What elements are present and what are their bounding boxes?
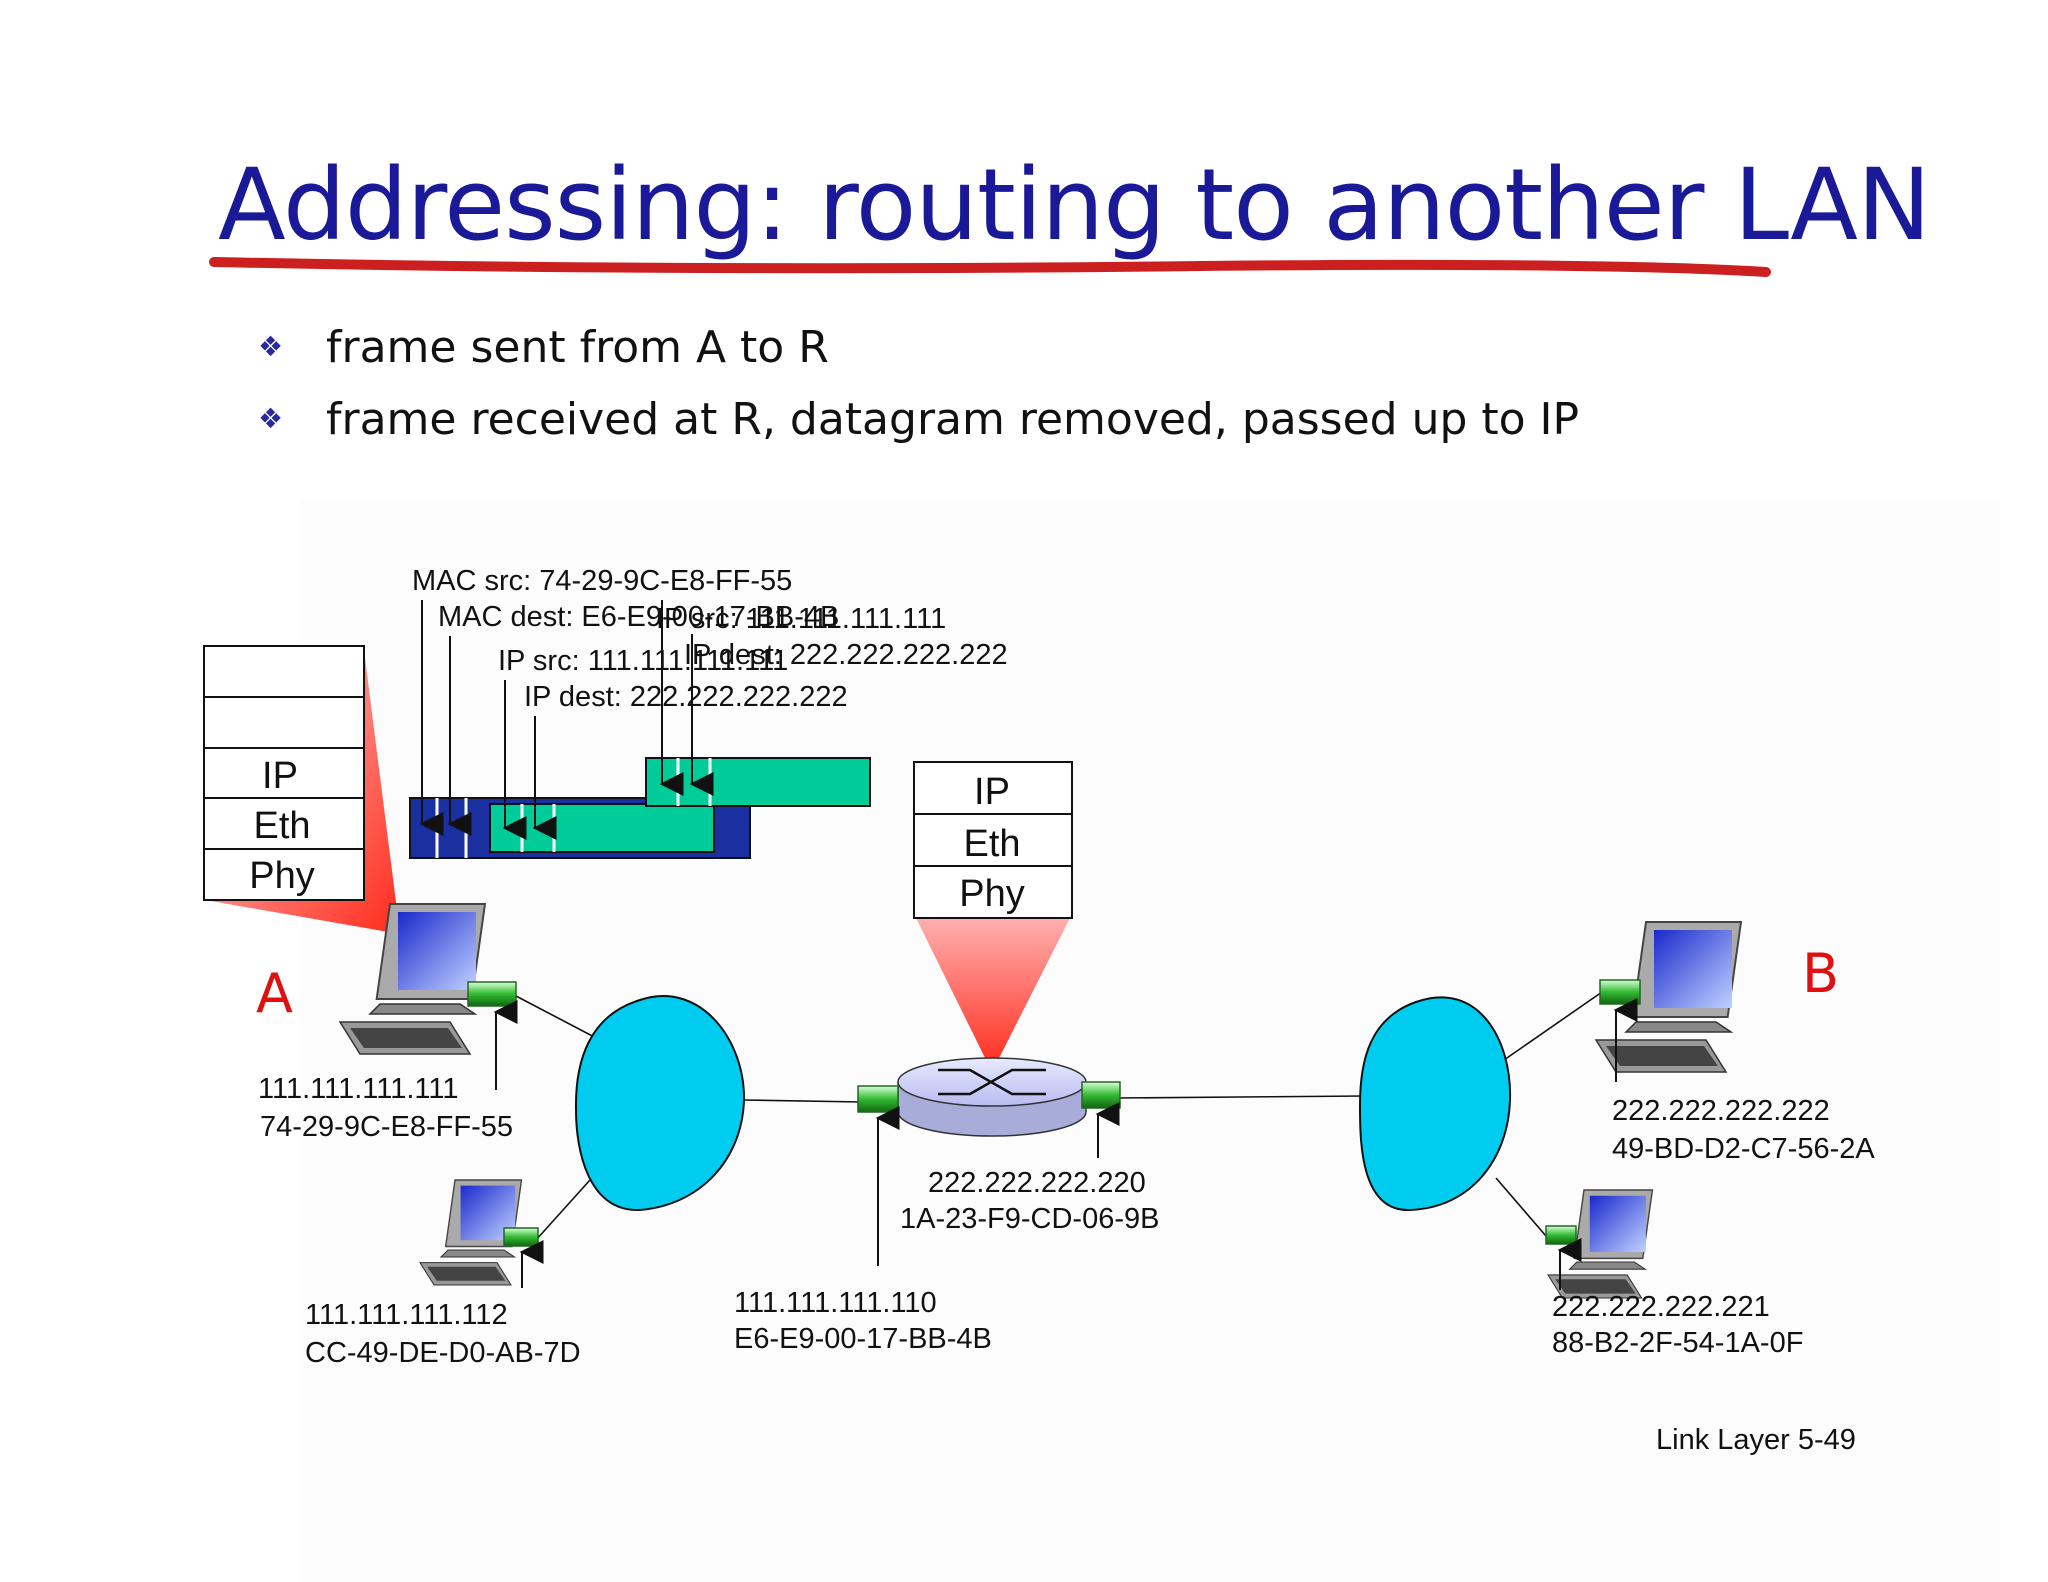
lan-cloud-right xyxy=(1358,996,1512,1212)
mac-src-label: MAC src: 74-29-9C-E8-FF-55 xyxy=(412,565,792,597)
router-right-ip: 222.222.222.220 xyxy=(928,1167,1146,1199)
host-221-interface xyxy=(1545,1225,1577,1245)
host-stack-eth: Eth xyxy=(253,805,310,847)
router-stack-eth: Eth xyxy=(963,823,1020,865)
host-112-interface xyxy=(503,1227,539,1247)
host-112-mac: CC-49-DE-D0-AB-7D xyxy=(305,1337,581,1369)
lan-cloud-left xyxy=(574,995,746,1212)
ip-datagram xyxy=(645,757,871,807)
frame-label-arrows xyxy=(419,600,714,840)
datagram-ip-dest-label: IP dest: 222.222.222.222 xyxy=(684,639,1008,671)
host-b-label: B xyxy=(1802,942,1839,1005)
address-arrows xyxy=(493,998,1638,1290)
title-underline xyxy=(209,257,1771,277)
bullet-2-text: frame received at R, datagram removed, p… xyxy=(326,394,1580,445)
host-b-mac: 49-BD-D2-C7-56-2A xyxy=(1612,1133,1875,1165)
links xyxy=(515,991,1603,1241)
diagram-background xyxy=(300,500,2000,1582)
host-stack-ip: IP xyxy=(262,755,298,797)
host-b-ip: 222.222.222.222 xyxy=(1612,1095,1830,1127)
ip-dest-label: IP dest: 222.222.222.222 xyxy=(524,681,848,713)
router-left-interface xyxy=(857,1085,899,1113)
router-stack-projection xyxy=(916,918,1070,1072)
router-right-interface xyxy=(1081,1081,1121,1109)
router-stack-phy: Phy xyxy=(959,873,1024,915)
mac-dest-label: MAC dest: E6-E9-00-17-BB-4B xyxy=(438,601,839,633)
host-a-mac: 74-29-9C-E8-FF-55 xyxy=(260,1111,513,1143)
router-left-mac: E6-E9-00-17-BB-4B xyxy=(734,1323,992,1355)
router-right-mac: 1A-23-F9-CD-06-9B xyxy=(900,1203,1159,1235)
bullet-1-text: frame sent from A to R xyxy=(326,322,829,373)
bullet-diamond-icon: ❖ xyxy=(258,402,284,435)
host-protocol-stack: IP Eth Phy xyxy=(203,645,365,901)
router-stack-ip: IP xyxy=(974,771,1010,813)
slide-title: Addressing: routing to another LAN xyxy=(218,148,1931,263)
host-221-mac: 88-B2-2F-54-1A-0F xyxy=(1552,1327,1803,1359)
bullet-diamond-icon: ❖ xyxy=(258,330,284,363)
router-left-ip: 111.111.111.110 xyxy=(734,1287,937,1319)
datagram-ip-src-label: IP src: 111.111.111.111 xyxy=(656,603,946,635)
ip-src-label: IP src: 111.111.111.111 xyxy=(498,645,788,677)
slide-footer: Link Layer 5-49 xyxy=(1656,1424,1856,1456)
router-protocol-stack: IP Eth Phy xyxy=(913,761,1073,919)
router-icon xyxy=(897,1057,1087,1137)
host-112-ip: 111.111.111.112 xyxy=(305,1299,508,1331)
host-stack-phy: Phy xyxy=(249,855,314,897)
host-221-ip: 222.222.222.221 xyxy=(1552,1291,1770,1323)
host-a-interface xyxy=(467,981,517,1007)
host-a-label: A xyxy=(256,962,293,1025)
host-a-ip: 111.111.111.111 xyxy=(258,1073,459,1105)
host-b-interface xyxy=(1599,979,1641,1005)
